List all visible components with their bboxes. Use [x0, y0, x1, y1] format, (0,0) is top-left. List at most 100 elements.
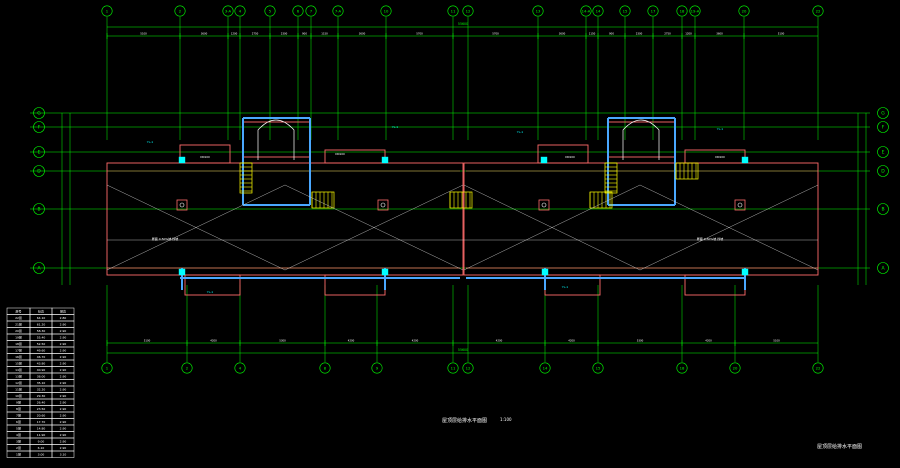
axis-bubble — [319, 362, 331, 374]
axis-bubble — [447, 5, 459, 17]
schedule-text: 9.00 — [38, 440, 45, 444]
dim-text: 5100 — [773, 339, 780, 343]
roof-slope-lines — [106, 184, 819, 271]
dim-text: 5100 — [144, 339, 151, 343]
dim-text: 3600 — [559, 32, 566, 36]
stair-flight — [311, 191, 335, 209]
schedule-text: 3.00 — [38, 453, 45, 457]
axis-label: 22 — [816, 366, 821, 371]
axis-label: D — [37, 169, 41, 175]
axis-bubble — [234, 362, 246, 374]
axis-bubble — [729, 362, 741, 374]
schedule-text: 49.60 — [37, 349, 46, 353]
schedule-text: 4层 — [16, 432, 21, 437]
dim-text: 2300 — [636, 32, 643, 36]
dim-text: 1150 — [321, 32, 328, 36]
dim-text: 5700 — [492, 32, 499, 36]
axis-label: 7-A — [335, 9, 342, 14]
schedule-text: 11层 — [15, 387, 22, 392]
downpipe-label: YL-1 — [207, 290, 214, 294]
axis-label: 14 — [596, 9, 601, 14]
schedule-text: 2.90 — [60, 368, 67, 372]
axis-bubble — [174, 5, 186, 17]
schedule-text: 2.90 — [60, 349, 67, 353]
axis-bubble — [877, 121, 889, 133]
axis-bubble — [33, 262, 45, 274]
schedule-text: 层号 — [15, 309, 21, 314]
axis-label: 7 — [310, 9, 313, 14]
dim-text: 1150 — [589, 32, 596, 36]
dim-text: 5700 — [416, 32, 423, 36]
downpipe-label: YL-1 — [717, 127, 724, 131]
drain-label: DN100 — [335, 152, 345, 156]
axis-label: D — [881, 169, 885, 175]
schedule-text: 2.90 — [60, 407, 67, 411]
schedule-text: 2.90 — [60, 329, 67, 333]
schedule-text: 15层 — [15, 361, 22, 366]
downpipe-marker — [540, 156, 548, 164]
stairs — [239, 162, 699, 209]
downpipe-marker — [741, 156, 749, 164]
schedule-text: 2.90 — [60, 388, 67, 392]
dim-text: 1200 — [231, 32, 238, 36]
axis-bubble — [539, 362, 551, 374]
axis-label: G — [881, 111, 885, 117]
schedule-text: 17层 — [15, 348, 22, 353]
dim-text: 5300 — [637, 339, 644, 343]
dim-text: 4200 — [348, 339, 355, 343]
axis-label: G — [37, 111, 41, 117]
axis-bubble — [371, 362, 383, 374]
schedule-text: 26.40 — [37, 401, 46, 405]
schedule-text: 6.10 — [38, 446, 45, 450]
axis-label: 12 — [466, 9, 471, 14]
downpipe-marker — [178, 268, 186, 276]
schedule-text: 14.80 — [37, 427, 46, 431]
schedule-text: 9层 — [16, 400, 21, 405]
dim-text: 55600 — [458, 348, 468, 352]
stair-flight — [589, 191, 613, 209]
axis-label: 1 — [106, 9, 109, 14]
downpipe-label: YL-1 — [147, 140, 154, 144]
axis-bubble — [877, 146, 889, 158]
axis-bubble — [380, 5, 392, 17]
dim-text: 3600 — [201, 32, 208, 36]
axis-bubble — [264, 5, 276, 17]
axis-label: 4 — [239, 366, 242, 371]
downpipe-label: YL-1 — [517, 130, 524, 134]
schedule-text: 2.90 — [60, 440, 67, 444]
dim-text: 4200 — [705, 339, 712, 343]
downpipe-marker — [541, 268, 549, 276]
downpipe-marker — [178, 156, 186, 164]
axis-bubble — [462, 5, 474, 17]
axis-label: 15 — [596, 366, 601, 371]
dim-text: 4200 — [412, 339, 419, 343]
schedule-text: 20层 — [15, 328, 22, 333]
axis-label: 13 — [536, 9, 541, 14]
stair-flight — [675, 162, 699, 180]
axis-label: 8 — [324, 366, 327, 371]
axis-label: 20 — [733, 366, 738, 371]
schedule-text: 6层 — [16, 419, 21, 424]
axis-bubble — [676, 362, 688, 374]
dim-text: 900 — [609, 32, 614, 36]
axis-bubble — [33, 165, 45, 177]
schedule-text: 2.90 — [60, 433, 67, 437]
axis-bubble — [234, 5, 246, 17]
wall-outline — [106, 162, 464, 276]
wall-outline — [684, 149, 746, 164]
axis-bubble — [689, 5, 701, 17]
schedule-text: 7层 — [16, 413, 21, 418]
schedule-text: 35.10 — [37, 381, 46, 385]
schedule-text: 22层 — [15, 315, 22, 320]
schedule-text: 1层 — [16, 452, 21, 457]
schedule-text: 21层 — [15, 322, 22, 327]
axis-label: B — [37, 207, 40, 213]
axis-label: A — [881, 266, 885, 272]
axis-label: F — [882, 125, 885, 131]
axis-bubble — [532, 5, 544, 17]
roof-drain-center — [179, 202, 185, 208]
schedule-text: 16层 — [15, 354, 22, 359]
schedule-text: 52.50 — [37, 342, 46, 346]
